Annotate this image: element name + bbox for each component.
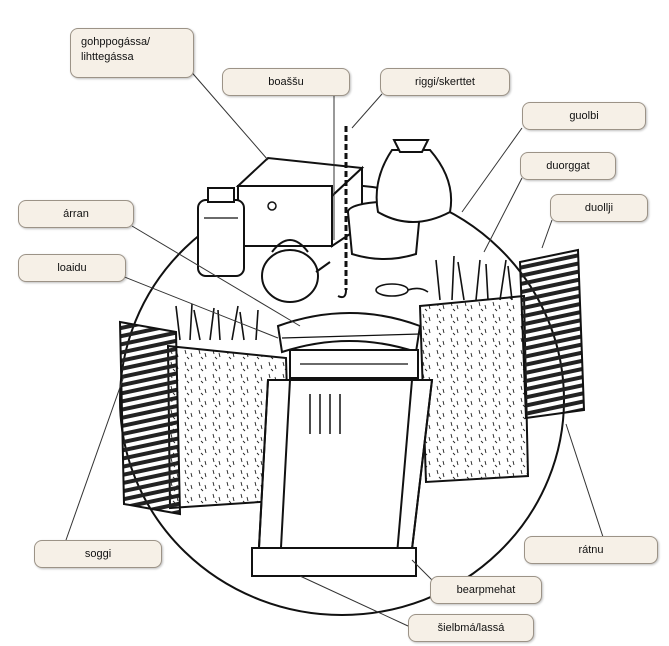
label-ratnu: rátnu: [524, 536, 658, 564]
leader-guolbi: [462, 128, 522, 212]
leader-duorggat: [484, 178, 522, 252]
label-duollji: duollji: [550, 194, 648, 222]
right-fur-drawing: [420, 296, 528, 482]
leader-duollji: [542, 220, 552, 248]
label-gohppogassa: gohppogássa/ lihttegássa: [70, 28, 194, 78]
label-boassu: boaššu: [222, 68, 350, 96]
can-drawing: [198, 188, 244, 276]
leader-soggi: [66, 376, 124, 540]
label-bearpmehat: bearpmehat: [430, 576, 542, 604]
sack-drawing: [377, 140, 452, 222]
label-soggi: soggi: [34, 540, 162, 568]
leader-riggi: [352, 94, 382, 128]
label-guolbi: guolbi: [522, 102, 646, 130]
fireplace-drawing: [278, 313, 420, 378]
left-rug-drawing: [120, 322, 180, 514]
aisle-drawing: [252, 380, 432, 576]
leader-sielbma: [300, 576, 408, 626]
chest-drawing: [238, 158, 362, 246]
kettle-drawing: [262, 240, 330, 302]
label-loaidu: loaidu: [18, 254, 126, 282]
label-sielbma: šielbmá/lassá: [408, 614, 534, 642]
label-duorggat: duorggat: [520, 152, 616, 180]
label-gohppogassa-line1: gohppogássa/: [81, 35, 183, 50]
label-arran: árran: [18, 200, 134, 228]
cup-drawing: [376, 284, 428, 296]
right-rug-drawing: [520, 250, 584, 418]
label-riggi: riggi/skerttet: [380, 68, 510, 96]
leader-ratnu: [566, 424, 604, 540]
label-gohppogassa-line2: lihttegássa: [81, 50, 183, 65]
